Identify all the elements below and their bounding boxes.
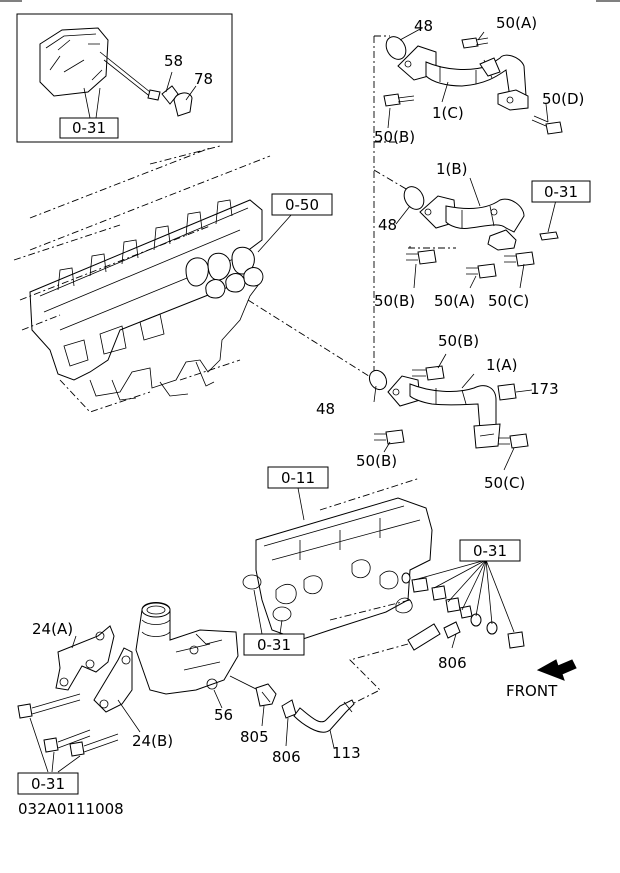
small-stud-right [539, 231, 559, 241]
ref-label-0-50: 0-50 [285, 196, 319, 214]
ref-box-0-50[interactable] [271, 193, 333, 216]
callout-50b-low: 50(B) [438, 332, 479, 350]
callout-173: 173 [530, 380, 559, 398]
callout-113: 113 [332, 744, 361, 762]
clip-806-right [443, 621, 461, 639]
callout-50c-mid: 50(C) [488, 292, 529, 310]
ref-box-0-31-inset[interactable] [59, 117, 119, 139]
fitting-805 [255, 683, 277, 707]
gasket-ring-lower [272, 606, 292, 622]
ref-box-0-31-bottom-left[interactable] [17, 772, 79, 795]
callout-806-right: 806 [438, 654, 467, 672]
callout-805: 805 [240, 728, 269, 746]
bolt-50b-mid [406, 249, 437, 265]
ref-box-0-31-right[interactable] [531, 180, 591, 203]
callout-50c-low: 50(C) [484, 474, 525, 492]
ref-label-0-31-lower-right: 0-31 [473, 542, 507, 560]
bolt-50b-low2 [374, 429, 405, 445]
cylinder-head-drawing [255, 477, 433, 649]
callout-1b: 1(B) [436, 160, 468, 178]
callout-24a: 24(A) [32, 620, 73, 638]
gasket-ring-upper [242, 574, 262, 590]
water-pipe-1c [385, 36, 529, 111]
ref-label-0-31-bottom-left: 0-31 [31, 775, 65, 793]
ref-label-0-11: 0-11 [281, 469, 315, 487]
bracket-24b [93, 647, 133, 713]
ref-label-0-31-right: 0-31 [544, 183, 578, 201]
ref-box-0-31-mid[interactable] [243, 633, 305, 656]
callout-78: 78 [194, 70, 213, 88]
bolt-50c-mid [504, 251, 535, 267]
bolts-bottom-left [17, 693, 119, 757]
ref-box-0-31-lower-right[interactable] [459, 539, 521, 562]
hose-113 [293, 699, 355, 733]
callout-50a-mid: 50(A) [434, 292, 475, 310]
cap-173 [497, 383, 517, 401]
bolt-set-0-31 [401, 572, 525, 649]
callout-58: 58 [164, 52, 183, 70]
callout-24b: 24(B) [132, 732, 173, 750]
callout-806-bottom: 806 [272, 748, 301, 766]
hose-upper [407, 623, 441, 651]
sensor-assembly-drawing [39, 27, 193, 117]
callout-50d: 50(D) [542, 90, 584, 108]
clip-806-bottom [281, 699, 297, 719]
water-pipe-1b [403, 186, 525, 251]
callout-50a-top: 50(A) [496, 14, 537, 32]
bracket-24a [55, 625, 115, 691]
bolt-50d [531, 115, 563, 135]
bolt-50b-low [412, 365, 445, 381]
callout-48-mid: 48 [378, 216, 397, 234]
bolt-50a-mid [466, 263, 497, 279]
callout-56: 56 [214, 706, 233, 724]
engine-block-drawing [13, 145, 271, 413]
callout-50b-low2: 50(B) [356, 452, 397, 470]
callout-50b-top: 50(B) [374, 128, 415, 146]
callout-1c: 1(C) [432, 104, 464, 122]
bolt-50c-low [498, 433, 529, 449]
callout-1a: 1(A) [486, 356, 518, 374]
bolt-50b-top [383, 93, 415, 107]
callout-50b-mid: 50(B) [374, 292, 415, 310]
water-outlet-56 [135, 602, 239, 695]
water-pipe-1a [368, 369, 501, 449]
diagram-code: 032A0111008 [18, 800, 124, 818]
ref-label-0-31-mid: 0-31 [257, 636, 291, 654]
ref-label-0-31-inset: 0-31 [72, 119, 106, 137]
callout-48-top: 48 [414, 17, 433, 35]
front-arrow-icon [536, 659, 577, 681]
bolt-50a-top [461, 37, 489, 49]
front-direction-label: FRONT [506, 682, 558, 700]
callout-48-low: 48 [316, 400, 335, 418]
